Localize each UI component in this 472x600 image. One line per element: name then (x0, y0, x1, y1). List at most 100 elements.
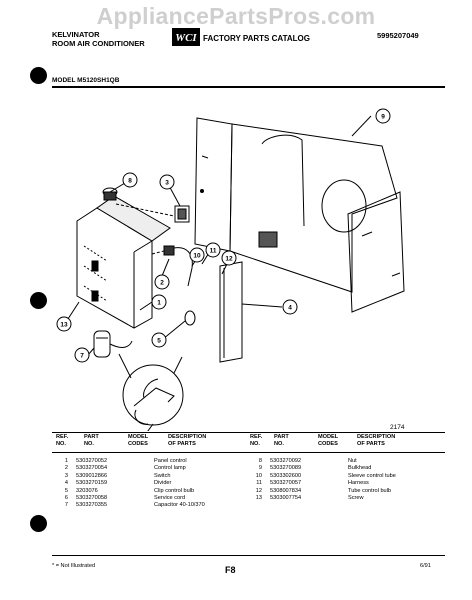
part-number: 5303270054 (76, 465, 108, 472)
svg-text:13: 13 (60, 322, 68, 329)
part-number: 5303270057 (270, 480, 302, 487)
part-number: 5308007834 (270, 487, 302, 494)
brand-name: KELVINATOR (52, 30, 100, 39)
part-description: Service cord (154, 495, 186, 502)
part-description: Switch (154, 472, 171, 479)
svg-text:10: 10 (193, 253, 201, 260)
control-panel-drawing (76, 195, 171, 329)
model-codes (120, 488, 154, 495)
ref-number: 6 (64, 495, 68, 502)
part-description: Nut (348, 458, 357, 464)
ref-number: 5 (64, 487, 68, 494)
model-codes (314, 495, 348, 502)
header-description: DESCRIPTION (168, 434, 207, 440)
header-description-parts: OF PARTS (357, 441, 385, 447)
callout-9: 9 (375, 108, 391, 124)
part-description: Panel control (154, 458, 187, 464)
figure-id: 2174 (390, 424, 405, 431)
part-description: Sleeve control tube (348, 472, 396, 479)
model-codes (314, 473, 348, 480)
header-model-codes: CODES (128, 441, 148, 447)
model-codes (120, 495, 154, 502)
part-description: Capacitor 40-10/370 (154, 502, 205, 509)
callout-7: 7 (74, 347, 90, 363)
ref-number: 8 (258, 458, 262, 464)
model-codes (314, 458, 348, 465)
header-ref: REF. (250, 434, 263, 440)
part-description: Control lamp (154, 465, 186, 472)
part-description: Clip control bulb (154, 487, 195, 494)
page-number: F8 (225, 565, 236, 575)
table-row: 12 5308007834 Tube control bulb (246, 488, 438, 495)
binder-hole (30, 67, 47, 84)
table-row: 2 5303270054 Control lamp (52, 465, 244, 472)
header-part-no: NO. (274, 441, 284, 447)
model-codes (120, 480, 154, 487)
model-codes (314, 465, 348, 472)
part-description: Screw (348, 495, 364, 502)
header-description: DESCRIPTION (357, 434, 396, 440)
part-number: 5303270052 (76, 458, 108, 464)
header-ref-no: NO. (250, 441, 260, 447)
part-number: 5303270058 (76, 495, 108, 502)
model-label: MODEL M5120SH1QB (52, 77, 120, 84)
svg-text:12: 12 (225, 256, 233, 263)
product-name: ROOM AIR CONDITIONER (52, 39, 145, 48)
watermark: AppliancePartsPros.com (96, 3, 376, 29)
ref-number: 4 (64, 480, 68, 487)
part-description: Tube control bulb (348, 487, 392, 494)
callout-4: 4 (282, 299, 298, 315)
logo-text: WCI (175, 32, 197, 44)
table-row: 11 5303270057 Harness (246, 480, 438, 487)
header-model: MODEL (128, 434, 149, 440)
part-number: 3203076 (76, 487, 98, 494)
service-cord-drawing (118, 353, 184, 426)
table-header-rule (52, 452, 445, 454)
svg-text:9: 9 (381, 114, 385, 121)
table-row: 6 5303270058 Service cord (52, 495, 244, 502)
callout-11: 11 (205, 242, 221, 258)
header-description-parts: OF PARTS (168, 441, 196, 447)
header-model: MODEL (318, 434, 339, 440)
callout-2: 2 (154, 274, 170, 290)
model-codes (314, 480, 348, 487)
catalog-title: FACTORY PARTS CATALOG (203, 34, 310, 43)
clip-and-capacitor-drawing (93, 310, 196, 358)
parts-table-left: 1 5303270052 Panel control 2 5303270054 Contr… (52, 458, 244, 510)
binder-hole (30, 515, 47, 532)
part-number: 5303270089 (270, 465, 302, 472)
part-description: Harness (348, 480, 369, 487)
svg-text:8: 8 (128, 178, 132, 185)
part-description: Divider (154, 480, 172, 487)
svg-text:1: 1 (157, 300, 161, 307)
ref-number: 3 (64, 472, 68, 479)
svg-text:5: 5 (157, 338, 161, 345)
ref-number: 9 (258, 465, 262, 472)
part-number: 5303270355 (76, 502, 108, 509)
svg-text:7: 7 (80, 353, 84, 360)
svg-text:11: 11 (210, 248, 217, 255)
ref-number: 11 (256, 480, 262, 487)
ref-number: 1 (64, 458, 68, 464)
ref-number: 13 (255, 495, 262, 502)
catalog-date: 6/91 (420, 563, 431, 569)
ref-number: 2 (64, 465, 68, 472)
header-model-codes: CODES (318, 441, 338, 447)
callout-3: 3 (159, 174, 175, 190)
callout-8: 8 (122, 172, 138, 188)
not-illustrated-note: * = Not Illustrated (52, 563, 96, 569)
header-ref: REF. (56, 434, 69, 440)
table-bottom-rule (52, 555, 445, 557)
part-number: 5309012866 (76, 472, 108, 479)
header-ref-no: NO. (56, 441, 66, 447)
divider-drawing (219, 261, 243, 363)
callout-5: 5 (151, 332, 167, 348)
ref-number: 12 (255, 487, 262, 494)
model-codes (120, 502, 154, 509)
model-codes (314, 488, 348, 495)
